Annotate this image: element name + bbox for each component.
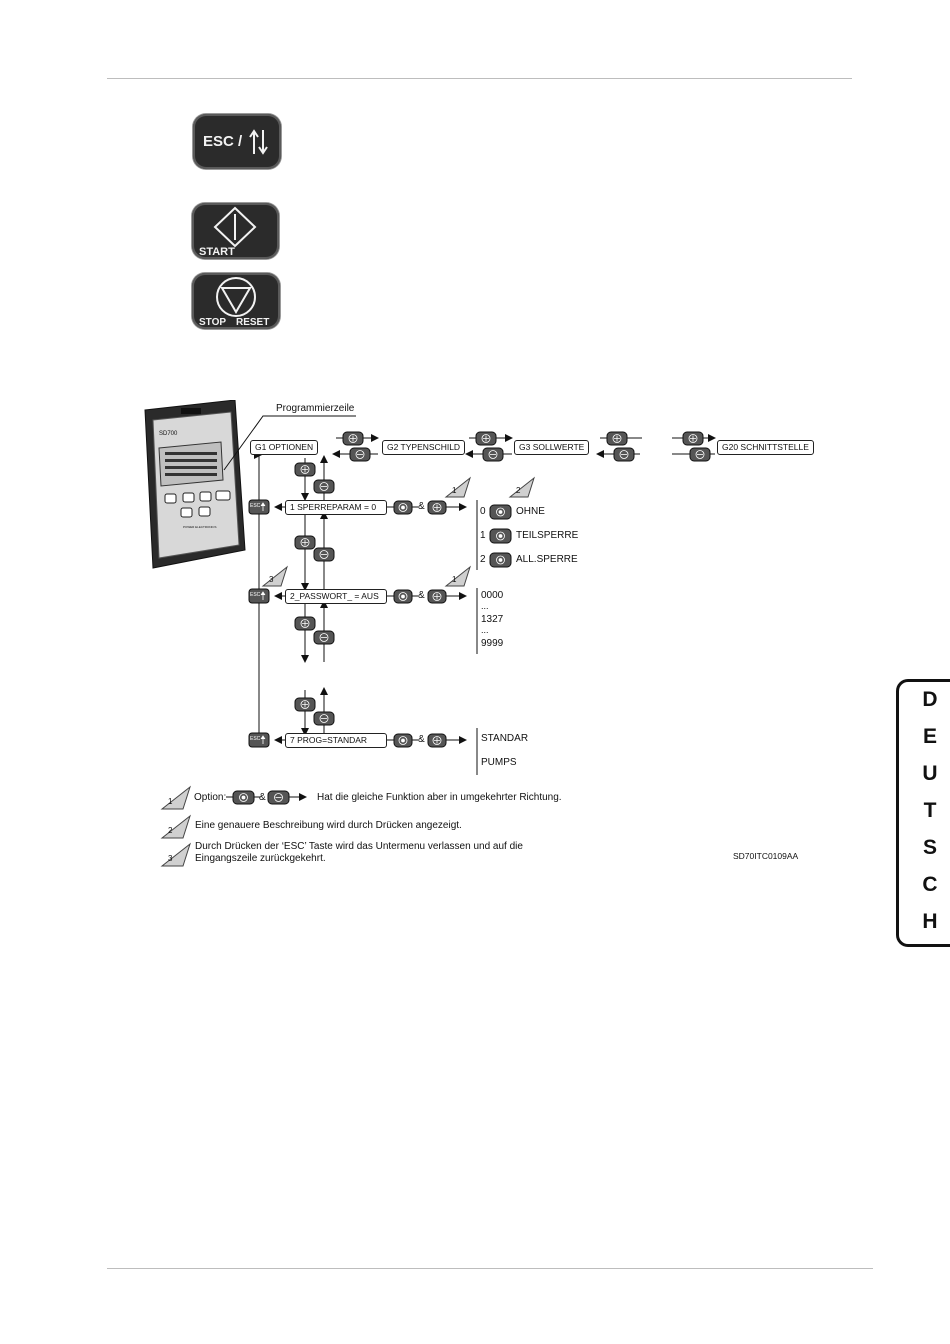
side-tab-letter: S: [922, 836, 937, 859]
esc-key: ESC /: [193, 114, 281, 169]
top-rule: [107, 78, 852, 79]
start-key: START: [192, 203, 279, 259]
prog-value-0: STANDAR: [481, 733, 529, 744]
legend-num-2: 2: [168, 826, 173, 835]
side-tab-letter: T: [923, 799, 937, 822]
prog-value-1: PUMPS: [481, 757, 517, 768]
esc-key-label: ESC /: [203, 133, 243, 150]
passwort-value-4: 9999: [481, 638, 504, 649]
stop-reset-key: STOP RESET: [192, 273, 280, 329]
side-tab-letter: D: [922, 688, 938, 711]
triangle-num-2: 2: [516, 486, 521, 495]
reset-label: RESET: [236, 317, 270, 328]
device-model: SD700: [159, 431, 178, 437]
esc-small-label-3: ESC: [250, 736, 261, 742]
figure-code: SD70ITC0109AA: [733, 851, 799, 861]
stop-label: STOP: [199, 317, 227, 328]
legend-option-amp: &: [259, 792, 266, 803]
group-g3-box: G3 SOLLWERTE: [514, 440, 590, 455]
amp-1: &: [418, 501, 425, 512]
passwort-value-0: 0000: [481, 590, 504, 601]
start-diamond-icon: [213, 206, 257, 248]
sperre-option-num-2: 2: [480, 554, 486, 565]
legend-num-3: 3: [168, 854, 173, 863]
stop-triangle-icon: [216, 277, 256, 317]
triangle-num-1: 1: [452, 486, 457, 495]
legend-item-2-text: Eine genauere Beschreibung wird durch Dr…: [195, 820, 462, 831]
legend-option-prefix: Option:: [194, 792, 227, 803]
amp-2: &: [418, 590, 425, 601]
passwort-value-2: 1327: [481, 614, 504, 625]
side-tab-letter: H: [922, 910, 938, 933]
passwort-value-1: ...: [481, 601, 489, 611]
start-key-label: START: [199, 246, 235, 258]
programmierzeile-label: Programmierzeile: [276, 403, 355, 414]
legend-num-1: 1: [168, 797, 173, 806]
sperre-option-label-0: OHNE: [516, 506, 545, 517]
sperre-option-num-0: 0: [480, 506, 486, 517]
esc-small-label-1: ESC: [250, 503, 261, 509]
up-down-arrows-icon: [249, 129, 268, 155]
side-tab-letter: E: [922, 725, 937, 748]
param-prog-box: 7 PROG=STANDAR: [285, 733, 387, 748]
side-tab-letter: C: [922, 873, 938, 896]
bottom-rule: [107, 1268, 873, 1269]
param-passwort-box: 2_PASSWORT_ = AUS: [285, 589, 387, 604]
triangle-num-3: 3: [269, 575, 274, 584]
esc-small-label-2: ESC: [250, 592, 261, 598]
device-brand: POWER ELECTRONICS: [183, 525, 217, 529]
passwort-value-3: ...: [481, 625, 489, 635]
group-g20-box: G20 SCHNITTSTELLE: [717, 440, 814, 455]
legend-item-3-line1: Durch Drücken der ‘ESC’ Taste wird das U…: [195, 841, 523, 852]
legend-item-3-line2: Eingangszeile zurückgekehrt.: [195, 853, 326, 864]
triangle-num-4: 1: [452, 575, 457, 584]
group-g1-box: G1 OPTIONEN: [250, 440, 319, 455]
legend-item-1-text: Hat die gleiche Funktion aber in umgekeh…: [317, 792, 562, 803]
group-g2-box: G2 TYPENSCHILD: [382, 440, 466, 455]
amp-3: &: [418, 734, 425, 745]
side-tab-letter: U: [922, 762, 938, 785]
sperre-option-num-1: 1: [480, 530, 486, 541]
param-sperreparam-box: 1 SPERREPARAM = 0: [285, 500, 387, 515]
language-side-tab: D E U T S C H: [896, 679, 950, 947]
sperre-option-label-1: TEILSPERRE: [516, 530, 579, 541]
sperre-option-label-2: ALL.SPERRE: [516, 554, 578, 565]
flow-lines: [160, 415, 716, 867]
keypad-device: SD700 POWER ELECTRONICS: [143, 399, 246, 569]
